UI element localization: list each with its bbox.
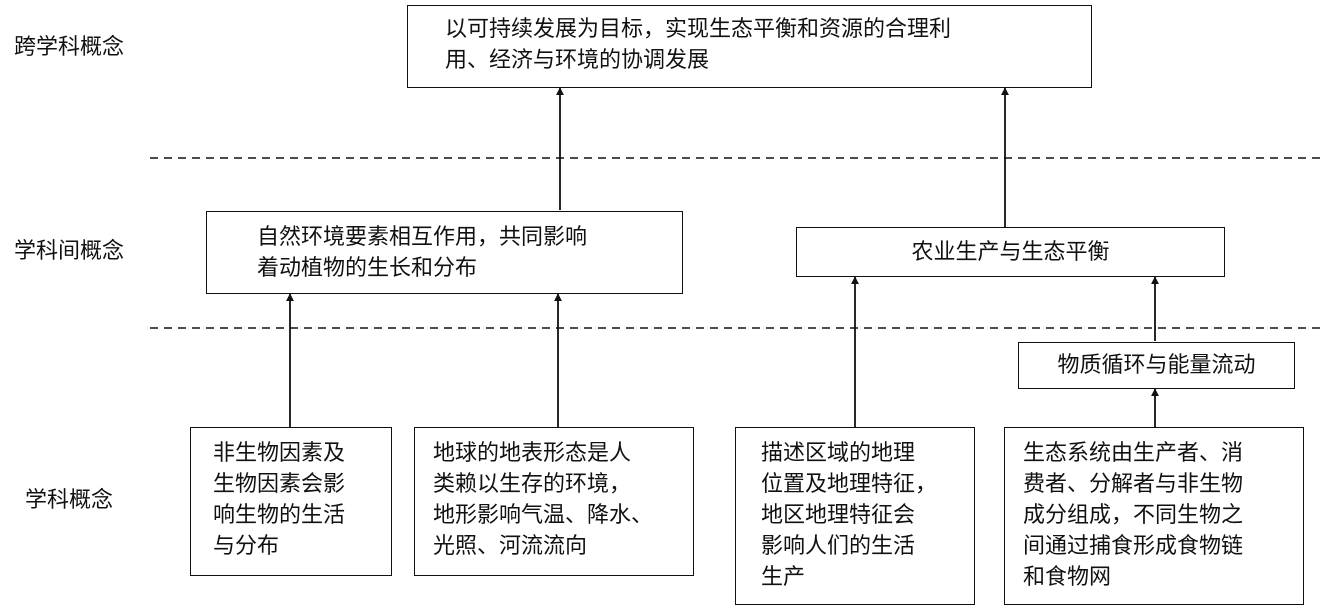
node-text-line: 光照、河流流向 — [433, 534, 588, 559]
node-text-line: 影响人们的生活 — [761, 534, 916, 559]
node-text-line: 地球的地表形态是人 — [433, 441, 632, 466]
node-text-line: 描述区域的地理 — [761, 441, 916, 466]
node-regional-geography: 描述区域的地理 位置及地理特征， 地区地理特征会 影响人们的生活 生产 — [735, 427, 975, 605]
node-text-line: 与分布 — [213, 534, 280, 559]
level-label-inter-disciplinary: 学科间概念 — [14, 239, 125, 264]
node-text-line: 响生物的生活 — [213, 503, 346, 528]
node-sustainable-development: 以可持续发展为目标，实现生态平衡和资源的合理利 用、经济与环境的协调发展 — [407, 5, 1092, 88]
node-text-line: 间通过捕食形成食物链 — [1023, 534, 1244, 559]
node-text-line: 位置及地理特征， — [761, 472, 938, 497]
node-material-energy-cycle: 物质循环与能量流动 — [1018, 342, 1295, 389]
node-landform: 地球的地表形态是人 类赖以生存的环境， 地形影响气温、降水、 光照、河流流向 — [414, 427, 694, 576]
node-text-line: 生态系统由生产者、消 — [1023, 441, 1244, 466]
node-text-line: 以可持续发展为目标，实现生态平衡和资源的合理利 — [445, 17, 952, 42]
node-biotic-abiotic-factors: 非生物因素及 生物因素会影 响生物的生活 与分布 — [190, 427, 392, 576]
node-text-line: 费者、分解者与非生物 — [1023, 472, 1244, 497]
node-text-line: 生产 — [761, 565, 806, 590]
node-text-line: 自然环境要素相互作用，共同影响 — [257, 225, 588, 250]
level-label-cross-disciplinary: 跨学科概念 — [14, 35, 125, 60]
node-text-line: 着动植物的生长和分布 — [257, 256, 478, 281]
node-text-line: 地形影响气温、降水、 — [433, 503, 654, 528]
node-text-line: 非生物因素及 — [213, 441, 346, 466]
node-text-line: 物质循环与能量流动 — [1057, 353, 1256, 378]
node-text-line: 成分组成，不同生物之 — [1023, 503, 1244, 528]
node-agriculture-ecology: 农业生产与生态平衡 — [796, 227, 1225, 277]
node-text-line: 类赖以生存的环境， — [433, 472, 632, 497]
node-text-line: 生物因素会影 — [213, 472, 346, 497]
node-text-line: 地区地理特征会 — [761, 503, 916, 528]
node-text-line: 农业生产与生态平衡 — [911, 239, 1110, 265]
node-natural-environment: 自然环境要素相互作用，共同影响 着动植物的生长和分布 — [206, 211, 683, 294]
node-ecosystem: 生态系统由生产者、消 费者、分解者与非生物 成分组成，不同生物之 间通过捕食形成… — [1004, 427, 1304, 605]
node-text-line: 和食物网 — [1023, 565, 1112, 590]
node-text-line: 用、经济与环境的协调发展 — [445, 48, 710, 73]
level-label-disciplinary: 学科概念 — [25, 488, 114, 513]
